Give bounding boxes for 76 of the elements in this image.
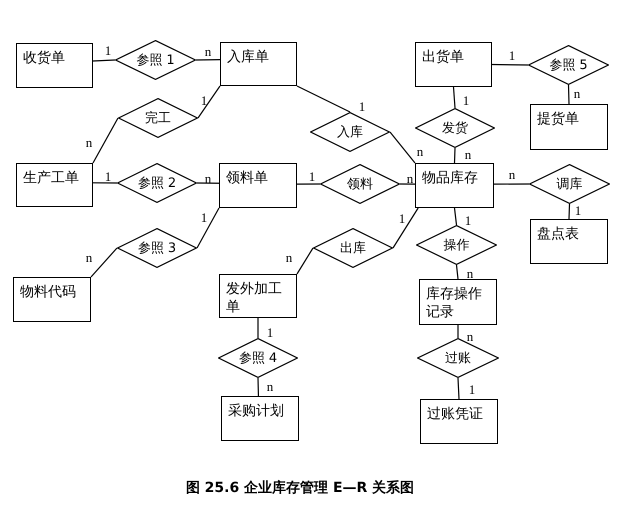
connector-line: [297, 183, 320, 185]
connector-line: [257, 378, 260, 396]
cardinality-label: 1: [508, 49, 516, 63]
entity-box: 物料代码: [13, 277, 91, 322]
connector-line: [392, 208, 419, 248]
cardinality-label: 1: [468, 383, 476, 397]
cardinality-label: 1: [200, 94, 208, 108]
cardinality-label: n: [406, 172, 414, 186]
connector-line: [494, 183, 529, 185]
relationship-diamond: 发货: [415, 108, 495, 148]
cardinality-label: n: [466, 267, 474, 281]
cardinality-label: n: [204, 45, 212, 59]
cardinality-label: 1: [104, 44, 112, 58]
connector-line: [197, 182, 219, 184]
cardinality-label: 1: [200, 211, 208, 225]
entity-box: 库存操作记录: [419, 279, 497, 325]
relationship-diamond: 出库: [313, 228, 393, 268]
entity-box: 提货单: [530, 104, 608, 150]
entity-box: 领料单: [219, 163, 297, 208]
cardinality-label: 1: [308, 170, 316, 184]
connector-line: [92, 118, 119, 164]
connector-line: [457, 325, 459, 338]
connector-line: [196, 59, 220, 61]
relationship-diamond: 参照 3: [117, 228, 197, 268]
entity-box: 采购计划: [221, 396, 299, 441]
cardinality-label: n: [266, 380, 274, 394]
cardinality-label: 1: [358, 100, 366, 114]
connector-line: [456, 264, 459, 280]
entity-box: 物品库存: [415, 163, 494, 208]
entity-box: 出货单: [415, 42, 492, 87]
relationship-diamond: 参照 4: [218, 338, 298, 378]
connector-line: [457, 378, 460, 400]
entity-box: 入库单: [220, 42, 297, 86]
relationship-diamond: 入库: [310, 112, 390, 152]
connector-line: [198, 86, 220, 118]
connector-line: [93, 182, 117, 184]
connector-line: [390, 132, 416, 164]
connector-line: [454, 208, 458, 226]
entity-box: 发外加工单: [219, 274, 297, 318]
cardinality-label: 1: [104, 170, 112, 184]
entity-box: 过账凭证: [420, 399, 498, 444]
relationship-diamond: 领料: [320, 164, 400, 204]
connector-line: [400, 183, 415, 185]
entity-box: 盘点表: [530, 219, 608, 264]
connector-line: [296, 85, 350, 113]
relationship-diamond: 完工: [118, 98, 198, 138]
cardinality-label: 1: [398, 212, 406, 226]
figure-caption: 图 25.6 企业库存管理 E—R 关系图: [184, 479, 416, 497]
entity-box: 收货单: [16, 43, 93, 88]
relationship-diamond: 参照 1: [115, 40, 196, 80]
connector-line: [90, 248, 118, 278]
relationship-diamond: 参照 5: [528, 45, 609, 85]
connector-line: [92, 59, 116, 62]
connector-line: [296, 248, 314, 274]
cardinality-label: 1: [462, 94, 470, 108]
cardinality-label: n: [464, 148, 472, 162]
entity-box: 生产工单: [16, 163, 93, 207]
connector-line: [196, 208, 220, 248]
relationship-diamond: 参照 2: [117, 163, 197, 203]
cardinality-label: 1: [266, 326, 274, 340]
connector-line: [454, 148, 456, 164]
connector-line: [568, 204, 570, 220]
cardinality-label: n: [574, 87, 580, 101]
cardinality-label: n: [508, 168, 516, 182]
connector-line: [452, 86, 456, 108]
cardinality-label: n: [286, 251, 292, 265]
connector-line: [257, 318, 259, 338]
cardinality-label: 1: [464, 214, 472, 228]
cardinality-label: 1: [574, 204, 582, 218]
connector-line: [568, 84, 570, 104]
cardinality-label: n: [86, 136, 92, 150]
relationship-diamond: 调库: [529, 164, 610, 204]
cardinality-label: n: [416, 145, 424, 159]
connector-line: [492, 64, 528, 66]
relationship-diamond: 操作: [416, 225, 497, 265]
cardinality-label: n: [86, 251, 92, 265]
